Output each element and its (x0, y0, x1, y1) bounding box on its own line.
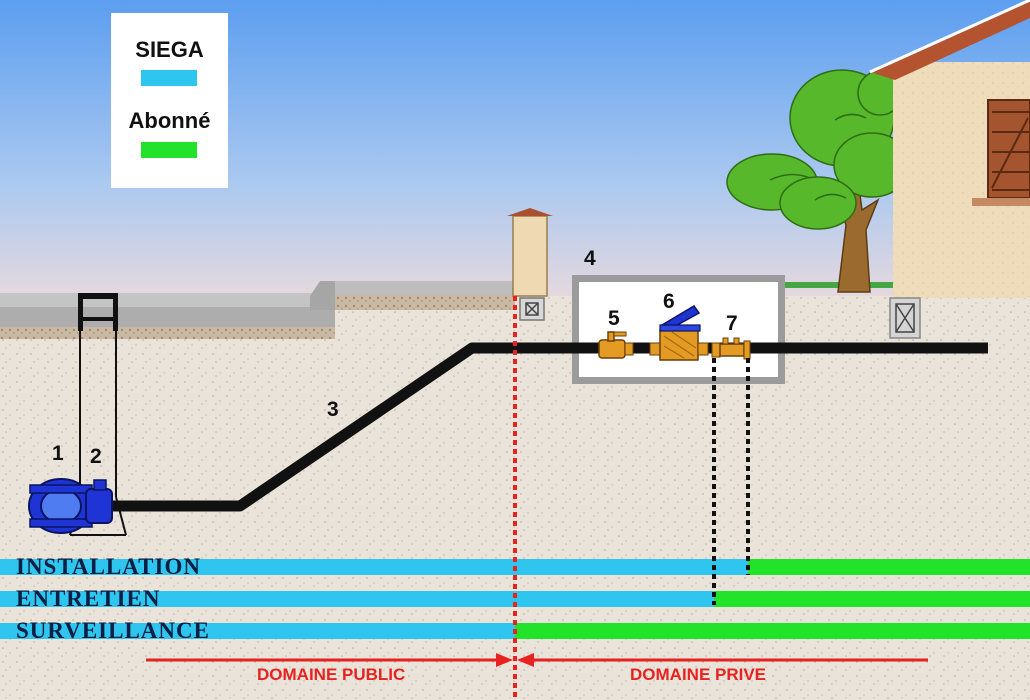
road-surface (0, 293, 335, 307)
band-surveillance (0, 623, 1030, 639)
main-pipe-collar (28, 478, 113, 534)
marker-5: 5 (608, 307, 620, 330)
band-label-entretien: ENTRETIEN (16, 586, 161, 611)
domain-private-label: DOMAINE PRIVE (630, 665, 767, 684)
road-gravel (0, 327, 335, 339)
curb (310, 281, 335, 310)
band-label-installation: INSTALLATION (16, 554, 201, 579)
domain-arrows (146, 653, 928, 667)
legend-swatch-siega (141, 70, 197, 86)
legend-swatch-abonne (141, 142, 197, 158)
water-meter (649, 305, 709, 361)
stop-valve (598, 331, 634, 359)
legend: SIEGA Abonné (111, 13, 228, 188)
domain-public-label: DOMAINE PUBLIC (257, 665, 406, 684)
marker-7: 7 (726, 312, 738, 335)
check-valve (711, 337, 751, 360)
legend-label-abonne: Abonné (128, 108, 211, 133)
legend-label-siega: SIEGA (135, 37, 204, 62)
band-label-surveillance: SURVEILLANCE (16, 618, 210, 643)
band-installation (0, 559, 1030, 575)
street-valve-icon (525, 302, 539, 316)
gate-pillar (512, 215, 548, 297)
marker-3: 3 (327, 398, 339, 421)
marker-4: 4 (584, 247, 596, 270)
band-entretien (0, 591, 1030, 607)
house (869, 0, 1030, 298)
road-subbase (0, 307, 335, 327)
sidewalk-gravel (335, 295, 515, 310)
marker-6: 6 (663, 290, 675, 313)
sidewalk (335, 281, 515, 295)
pillar-cap (507, 208, 553, 216)
marker-1: 1 (52, 442, 64, 465)
marker-2: 2 (90, 445, 102, 468)
